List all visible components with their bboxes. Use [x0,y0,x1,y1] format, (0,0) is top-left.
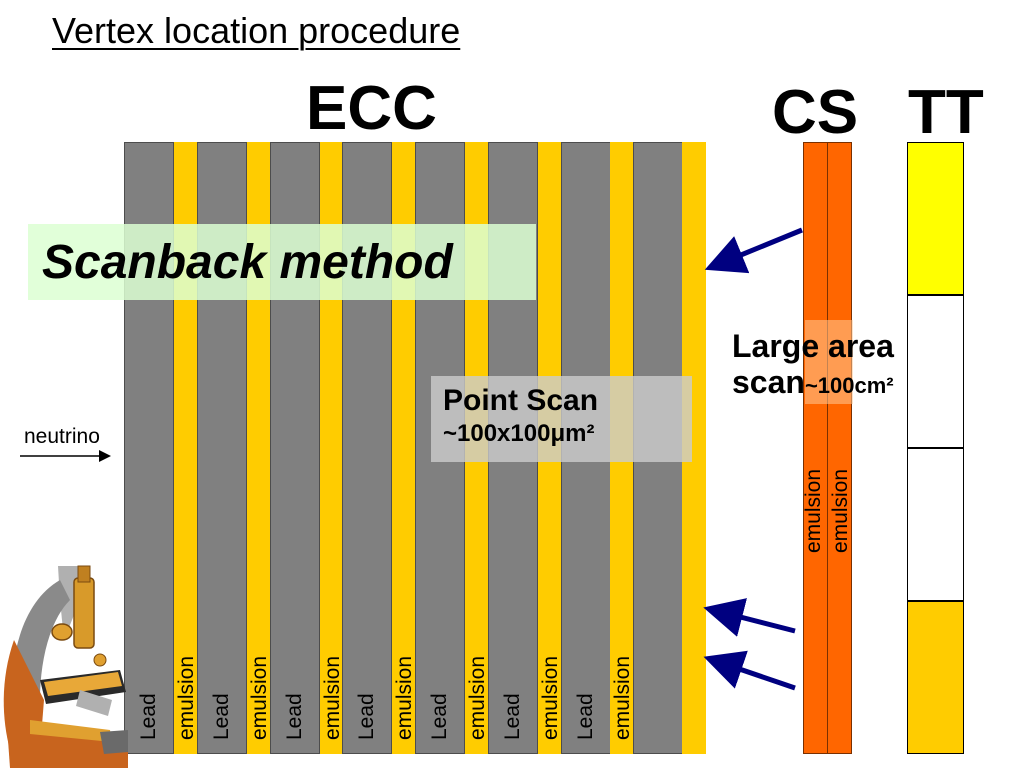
cs-label: CS [772,78,859,147]
microscope-icon [3,565,128,768]
scanback-arrow [703,650,796,691]
tt-cell-yellow [907,142,964,295]
large-area-line1: Large area [732,328,894,364]
large-area-scan-label: Large area scan~100cm² [732,328,894,404]
point-scan-box: Point Scan ~100x100μm² [431,376,692,462]
large-area-highlight [805,320,853,404]
cs-emulsion-layer [827,142,852,754]
slide-title: Vertex location procedure [52,10,461,51]
tt-cell-white [907,295,964,448]
cs-emulsion-layer [803,142,828,754]
tt-label: TT [908,78,984,147]
scanback-arrow [704,227,803,274]
tt-cell-white [907,448,964,601]
scanback-method-label: Scanback method [28,224,536,300]
point-scan-area: ~100x100μm² [443,420,595,447]
large-area-scan-word: scan [732,364,805,400]
tt-cell-gold [907,601,964,754]
ecc-label: ECC [306,74,437,143]
large-area-size: ~100cm² [804,373,894,398]
scanback-arrow [703,598,796,637]
large-area-line2: scan~100cm² [732,364,894,404]
neutrino-label: neutrino [24,425,100,448]
point-scan-title: Point Scan [443,384,599,417]
